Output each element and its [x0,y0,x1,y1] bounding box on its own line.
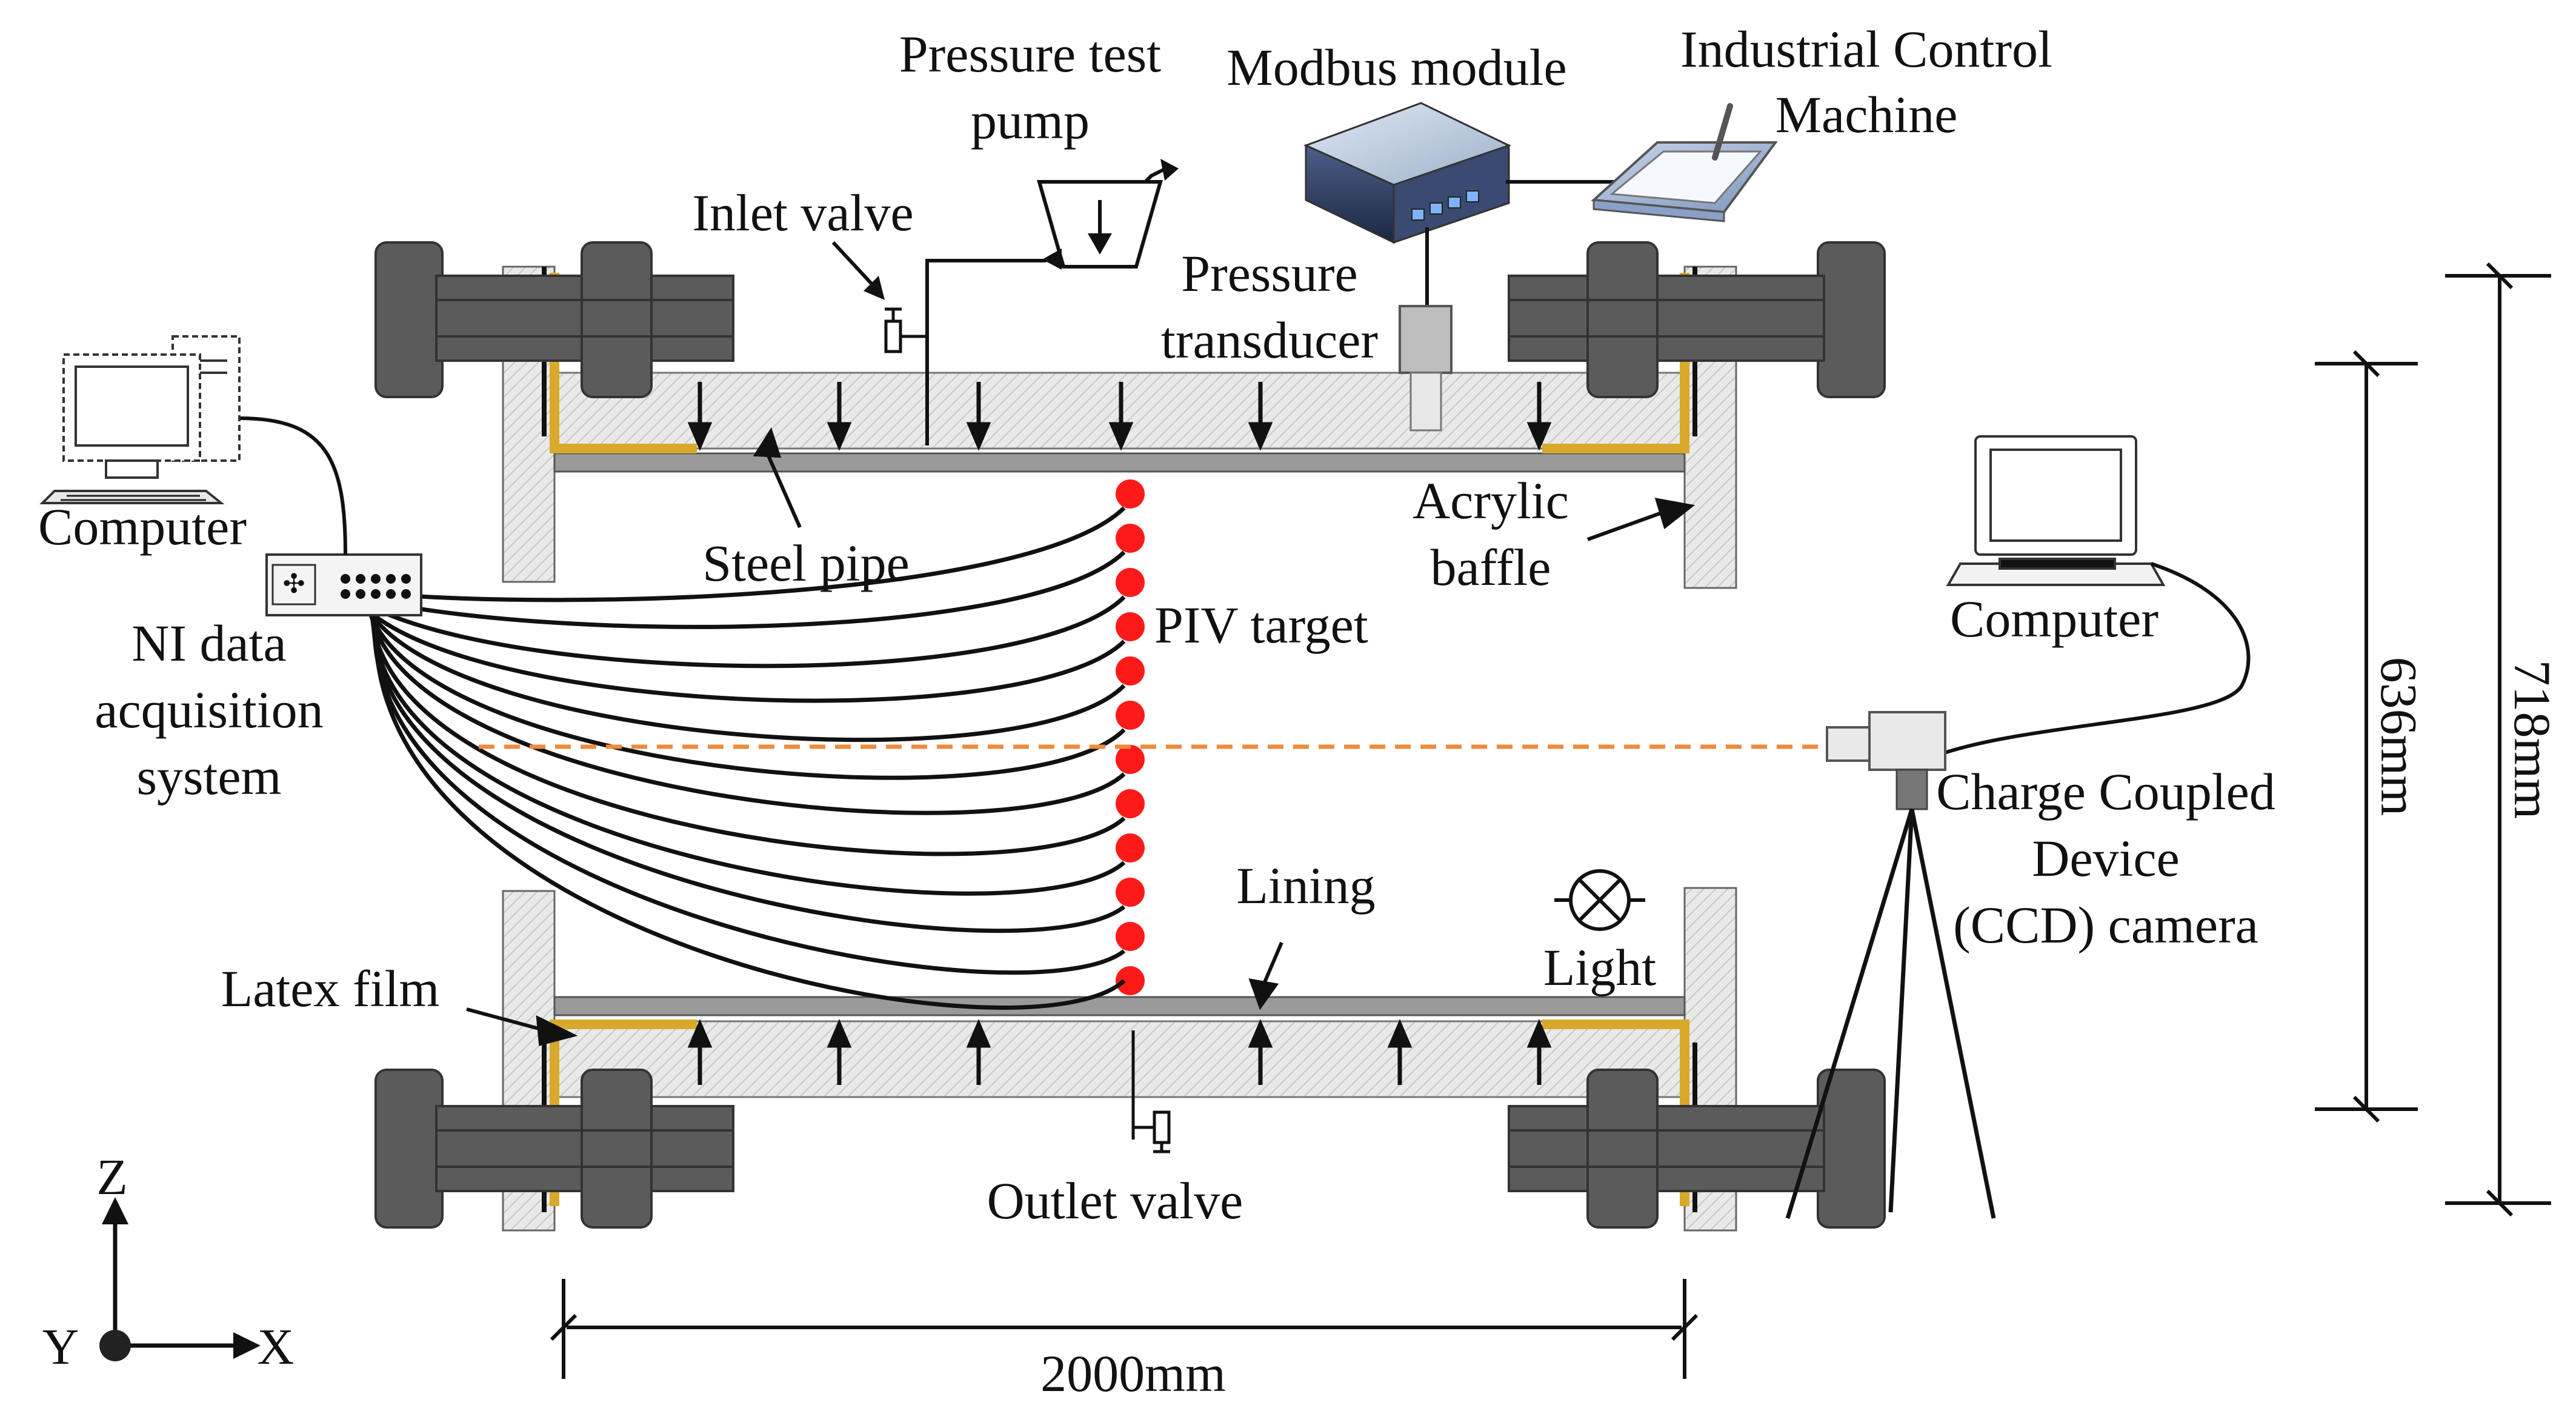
acrylic-baffle-label-2: baffle [1431,538,1551,596]
light-label: Light [1543,938,1656,996]
bottom-pipe-assembly [374,887,1886,1232]
industrial-control-machine-label-2: Machine [1776,85,1958,144]
dimension-lines [550,262,2551,1379]
computer-daq-cable [239,416,347,555]
piv-target-dots [1116,479,1145,995]
pressure-transducer-icon [1399,305,1453,432]
coordinate-axes [99,1197,261,1361]
ni-daq-label-3: system [137,747,282,806]
pressure-arrows-top [687,382,1552,451]
ni-daq-label-1: NI data [131,614,286,672]
lining-label: Lining [1236,856,1375,915]
pressure-transducer-label-1: Pressure [1181,244,1357,302]
ccd-camera-label-1: Charge Coupled [1936,762,2275,821]
modbus-module [1303,102,1511,244]
dimension-outer-height-label: 718mm [2503,660,2561,819]
label-pointers [466,427,1696,1046]
ni-daq-label-2: acquisition [95,681,323,739]
latex-film-label: Latex film [221,959,440,1018]
bolt-top-left [374,241,734,398]
bolt-bottom-left [374,1069,734,1229]
pressure-test-pump-label-1: Pressure test [899,25,1161,83]
light-icon [1554,869,1645,931]
axis-x-label: X [258,1319,295,1375]
computer-right-icon [1946,435,2166,586]
bottom-steel-lining [553,996,1686,1016]
dimension-inner-height-label: 636mm [2370,657,2428,816]
laptop-camera-cable [1939,562,2251,756]
modbus-module-label: Modbus module [1226,38,1566,96]
inlet-valve-pointer [831,241,885,300]
steel-pipe-label: Steel pipe [702,534,910,592]
pressure-arrows-bottom [687,1019,1552,1085]
computer-right-label: Computer [1950,590,2158,648]
dimension-length-label: 2000mm [1040,1344,1226,1403]
pressure-transducer-label-2: transducer [1161,311,1378,369]
daq-cables [351,506,1126,1010]
svg-text:✣: ✣ [283,569,305,599]
ni-daq-device: ✣ [265,553,422,616]
ccd-camera-icon [1785,711,1996,1219]
bolt-top-right [1508,241,1886,398]
inlet-valve-icon [884,307,927,353]
axis-z-label: Z [96,1149,127,1206]
industrial-control-machine-icon [1591,103,1778,222]
outlet-valve-icon [1131,1030,1171,1153]
ccd-camera-label-3: (CCD) camera [1953,896,2258,954]
computer-left-icon [39,335,241,504]
top-steel-lining [553,452,1686,473]
bolt-bottom-right [1508,1069,1886,1229]
bottom-pipe-wall [553,1020,1686,1098]
inlet-valve-label: Inlet valve [692,184,913,242]
acrylic-baffle-label-1: Acrylic [1413,472,1569,530]
labels: Pressure test pump Modbus module Industr… [38,20,2561,1403]
outlet-valve-label: Outlet valve [987,1172,1243,1230]
ccd-camera-label-2: Device [2032,829,2180,887]
pressure-test-pump-label-2: pump [971,92,1090,150]
top-pipe-assembly [374,241,1886,589]
axis-y-label: Y [42,1319,79,1375]
pressure-test-pump [925,159,1179,445]
industrial-control-machine-label-1: Industrial Control [1680,20,2052,78]
computer-left-label: Computer [38,498,247,556]
piv-target-label: PIV target [1154,596,1368,654]
